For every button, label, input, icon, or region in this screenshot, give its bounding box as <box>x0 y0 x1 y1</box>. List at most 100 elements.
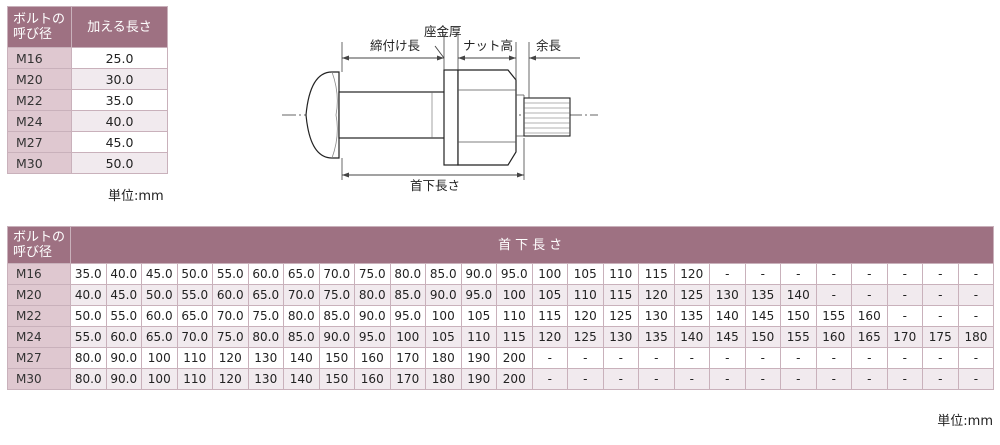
length-cell: 130 <box>602 326 639 348</box>
length-cell: - <box>886 368 923 390</box>
length-cell: - <box>673 368 710 390</box>
length-cell: 160 <box>354 347 391 369</box>
length-cell: 95.0 <box>389 305 426 327</box>
length-cell: 170 <box>389 368 426 390</box>
length-cell: 190 <box>460 347 497 369</box>
length-cell: - <box>602 347 639 369</box>
header-size-line2: 呼び径 <box>13 245 53 260</box>
header-bolt-nominal-size: ボルトの呼び径 <box>7 226 71 264</box>
length-cell: 65.0 <box>283 263 320 285</box>
length-cell: 45.0 <box>105 284 142 306</box>
length-cell: - <box>531 347 568 369</box>
row-size-label: M30 <box>7 152 72 174</box>
length-cell: - <box>922 347 959 369</box>
length-cell: 85.0 <box>425 263 462 285</box>
row-size-label: M20 <box>7 284 71 306</box>
length-cell: 120 <box>673 263 710 285</box>
length-cell: - <box>957 305 995 327</box>
length-cell: 60.0 <box>141 305 178 327</box>
bolt-assembly-diagram: 座金厚 締付け長 ナット高 余長 首下長さ <box>282 24 598 193</box>
length-cell: 60.0 <box>247 263 284 285</box>
row-size-label: M20 <box>7 68 72 90</box>
row-size-label: M27 <box>7 131 72 153</box>
row-size-label: M22 <box>7 89 72 111</box>
length-cell: 170 <box>886 326 923 348</box>
length-cell: 120 <box>212 368 249 390</box>
length-cell: 120 <box>567 305 604 327</box>
length-cell: - <box>567 368 604 390</box>
length-cell: - <box>886 347 923 369</box>
header-bolt-nominal-size: ボルトの呼び径 <box>7 6 72 48</box>
length-cell: 65.0 <box>141 326 178 348</box>
length-cell: 75.0 <box>354 263 391 285</box>
length-cell: - <box>851 284 888 306</box>
length-cell: - <box>780 368 817 390</box>
length-cell: 140 <box>709 305 746 327</box>
length-cell: 70.0 <box>212 305 249 327</box>
length-cell: 105 <box>567 263 604 285</box>
length-cell: 140 <box>780 284 817 306</box>
length-cell: 110 <box>496 305 533 327</box>
length-cell: 105 <box>460 305 497 327</box>
length-cell: 110 <box>460 326 497 348</box>
length-cell: 120 <box>531 326 568 348</box>
length-cell: 105 <box>425 326 462 348</box>
nut <box>457 69 517 166</box>
length-cell: 150 <box>318 347 355 369</box>
length-cell: 190 <box>460 368 497 390</box>
length-cell: 180 <box>957 326 995 348</box>
header-size-line2: 呼び径 <box>13 27 53 42</box>
length-cell: - <box>709 263 746 285</box>
length-cell: 155 <box>780 326 817 348</box>
length-cell: 125 <box>673 284 710 306</box>
length-cell: - <box>886 284 923 306</box>
added-length-value: 25.0 <box>71 47 168 69</box>
row-size-label: M30 <box>7 368 71 390</box>
length-cell: 160 <box>815 326 852 348</box>
length-cell: 90.0 <box>425 284 462 306</box>
length-cell: 40.0 <box>105 263 142 285</box>
length-cell: - <box>744 263 781 285</box>
length-cell: 175 <box>922 326 959 348</box>
length-cell: 110 <box>567 284 604 306</box>
length-cell: 90.0 <box>105 368 142 390</box>
length-cell: 55.0 <box>176 284 213 306</box>
length-cell: 180 <box>425 368 462 390</box>
length-cell: 115 <box>602 284 639 306</box>
length-cell: 90.0 <box>318 326 355 348</box>
length-cell: - <box>673 347 710 369</box>
length-cell: - <box>815 368 852 390</box>
length-cell: - <box>922 284 959 306</box>
length-cell: 100 <box>141 368 178 390</box>
length-cell: 140 <box>283 368 320 390</box>
row-size-label: M16 <box>7 263 71 285</box>
length-cell: - <box>886 305 923 327</box>
length-cell: 85.0 <box>318 305 355 327</box>
length-cell: - <box>567 347 604 369</box>
header-size-line1: ボルトの <box>13 230 66 245</box>
length-cell: 130 <box>638 305 675 327</box>
row-size-label: M24 <box>7 110 72 132</box>
length-cell: 125 <box>567 326 604 348</box>
length-cell: - <box>602 368 639 390</box>
length-cell: 70.0 <box>318 263 355 285</box>
length-cell: 85.0 <box>283 326 320 348</box>
length-cell: 80.0 <box>247 326 284 348</box>
length-cell: 90.0 <box>354 305 391 327</box>
length-cell: - <box>780 263 817 285</box>
length-cell: - <box>922 305 959 327</box>
header-size-line1: ボルトの <box>13 12 66 27</box>
length-cell: 100 <box>496 284 533 306</box>
label-excess-length: 余長 <box>536 38 562 53</box>
length-cell: 130 <box>709 284 746 306</box>
length-cell: 140 <box>283 347 320 369</box>
length-cell: - <box>709 368 746 390</box>
row-size-label: M24 <box>7 326 71 348</box>
length-cell: - <box>957 347 995 369</box>
